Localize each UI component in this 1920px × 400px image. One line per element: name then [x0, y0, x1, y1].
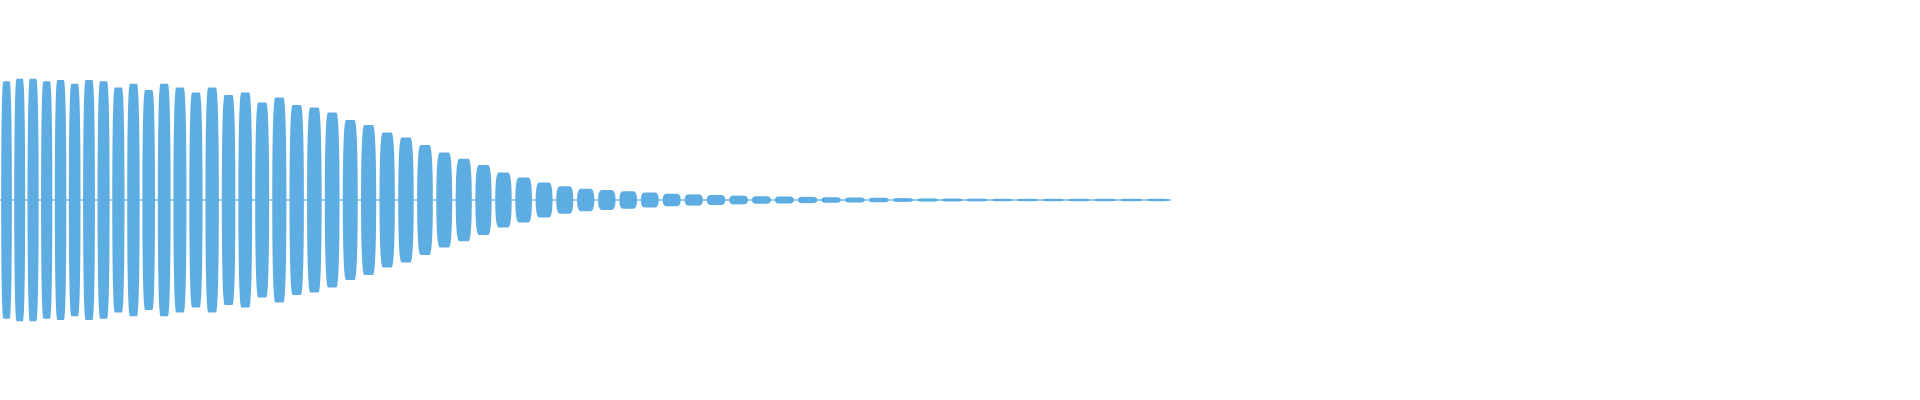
- waveform-lobe: [751, 196, 771, 204]
- waveform-lobe: [1093, 198, 1117, 202]
- waveform-lobe: [324, 112, 340, 288]
- waveform-lobe: [598, 190, 616, 210]
- waveform-lobe: [1042, 198, 1064, 202]
- waveform-lobe: [1146, 198, 1170, 202]
- waveform-lobe: [797, 196, 818, 204]
- waveform-lobe: [68, 83, 81, 317]
- waveform-lobe: [821, 197, 841, 203]
- waveform-lobe: [417, 145, 433, 255]
- waveform-lobe: [729, 195, 748, 205]
- waveform-lobe: [398, 137, 414, 263]
- waveform-lobe: [917, 198, 938, 202]
- waveform-lobe: [379, 132, 395, 268]
- waveform-lobe: [221, 95, 236, 305]
- waveform-lobe: [640, 192, 659, 208]
- waveform-lobe: [1, 81, 12, 319]
- waveform-lobe: [307, 107, 322, 293]
- waveform-lobe: [991, 198, 1013, 202]
- waveform-lobe: [83, 80, 95, 320]
- waveform-lobe: [289, 105, 304, 295]
- waveform-lobe: [475, 165, 492, 235]
- waveform-lobe: [535, 182, 553, 218]
- waveform-lobe: [684, 194, 703, 206]
- waveform-lobe: [142, 90, 155, 310]
- waveform-lobe: [272, 97, 287, 303]
- waveform-lobe: [662, 193, 681, 207]
- waveform-lobe: [205, 87, 219, 313]
- waveform-lobe: [127, 83, 140, 317]
- waveform-lobe: [14, 78, 26, 322]
- waveform-lobe: [112, 87, 125, 313]
- waveform-lobe: [619, 191, 637, 209]
- waveform-lobe: [255, 102, 270, 298]
- waveform-lobe: [342, 120, 358, 280]
- waveform-lobe: [361, 125, 377, 275]
- waveform-lobe: [1016, 198, 1039, 202]
- waveform-lobe: [173, 87, 187, 313]
- waveform-lobe: [436, 152, 453, 248]
- waveform-lobe: [941, 198, 963, 202]
- waveform-lobe: [1067, 198, 1090, 202]
- waveform-lobe: [27, 78, 39, 322]
- waveform-lobe: [54, 80, 67, 320]
- waveform-lobe: [868, 197, 889, 203]
- waveform-lobe: [157, 83, 171, 317]
- waveform-lobe: [238, 92, 253, 308]
- waveform-lobe: [556, 186, 574, 214]
- waveform-lobe: [706, 195, 726, 205]
- waveform-lobe: [966, 198, 988, 202]
- waveform-lobe: [41, 81, 53, 319]
- waveform-lobe: [495, 172, 512, 228]
- waveform-lobe: [455, 158, 472, 242]
- waveform-lobe: [515, 177, 532, 223]
- waveform-lobe: [1120, 198, 1143, 202]
- waveform-lobe: [892, 198, 914, 202]
- waveform-lobe: [774, 196, 794, 204]
- waveform-lobe: [844, 197, 865, 203]
- waveform-lobe: [97, 81, 110, 319]
- waveform-lobe: [577, 188, 595, 212]
- waveform-lobe: [189, 92, 203, 308]
